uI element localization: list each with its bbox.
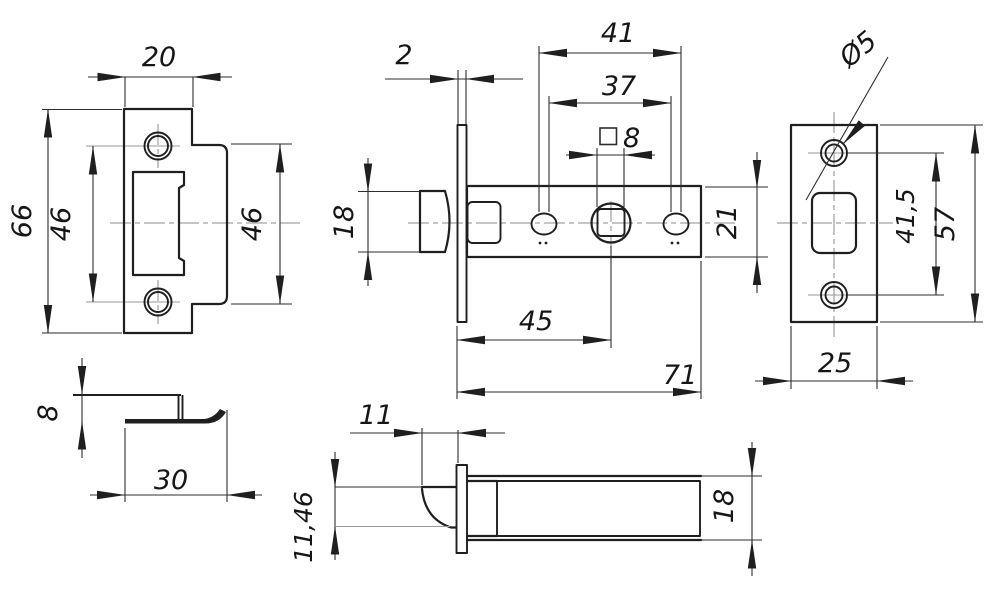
faceplate-section xyxy=(455,464,468,554)
dim-label: 71 xyxy=(663,360,697,391)
hidden-dot xyxy=(544,241,548,245)
case-tube xyxy=(465,474,703,542)
strike-screw-hole-bottom-outer xyxy=(143,287,173,317)
hidden-dot xyxy=(670,241,674,245)
strike-cutout xyxy=(131,170,186,277)
strike-plate-profile-view: 8 30 xyxy=(33,358,262,502)
dim-bolt-height: 18 xyxy=(329,158,419,286)
bolt-cutout xyxy=(810,191,858,255)
dim-bolt-protrusion: 11 xyxy=(350,400,505,485)
dim-strike-lip-height: 8 xyxy=(33,358,87,458)
spindle-hub xyxy=(590,202,632,244)
dim-lines xyxy=(334,452,421,560)
faceplate-outline xyxy=(789,123,879,324)
faceplate-screw-hole-top-outer xyxy=(820,139,848,167)
dim-label: 25 xyxy=(818,348,852,379)
dim-label: Ø5 xyxy=(833,25,883,74)
dim-lines xyxy=(457,261,702,399)
dim-case-height: 21 xyxy=(705,152,768,293)
square-symbol xyxy=(599,127,618,146)
dim-screw-span-outer: 41 xyxy=(538,18,682,212)
hole-axis-lines xyxy=(808,152,848,296)
dim-faceplate-width: 25 xyxy=(755,326,913,389)
screw-lug-hole-right xyxy=(662,212,690,236)
leader-line xyxy=(805,56,889,201)
dim-label: 46 xyxy=(46,207,77,241)
dim-label: 37 xyxy=(602,71,636,102)
strike-screw-hole-top-outer xyxy=(143,131,173,161)
faceplate-screw-hole-top-inner xyxy=(824,143,844,163)
dim-backset: 45 xyxy=(456,246,612,399)
spring-box xyxy=(466,201,502,244)
dim-label: 8 xyxy=(33,404,64,421)
dim-lines xyxy=(358,158,419,286)
dim-strike-height: 66 xyxy=(7,108,122,334)
dim-label: 45 xyxy=(519,306,553,337)
dim-lines xyxy=(88,76,232,107)
strike-plate-outline xyxy=(122,107,229,335)
strike-centerlines xyxy=(110,124,300,324)
dim-strike-hole-spacing: 46 xyxy=(46,146,98,302)
dim-faceplate-height: 57 xyxy=(880,124,983,323)
dim-strike-profile-length: 30 xyxy=(90,410,262,502)
spindle-square-hole xyxy=(596,208,626,237)
strike-screw-hole-top-inner xyxy=(147,135,169,157)
dim-label: 11 xyxy=(359,400,393,431)
latch-body-side-view: 2 41 37 8 18 xyxy=(329,18,768,399)
faceplate-centerlines xyxy=(777,112,893,338)
dim-faceplate-screw-spacing: 41,5 xyxy=(848,152,944,296)
dim-lines xyxy=(42,108,122,334)
faceplate-screw-hole-bottom-outer xyxy=(820,281,848,309)
dim-strike-flange-height: 46 xyxy=(231,143,292,305)
dim-label: 46 xyxy=(237,207,268,241)
arrowhead xyxy=(842,120,865,145)
faceplate-extension-lines xyxy=(457,70,467,124)
dim-label: 11,46 xyxy=(289,491,318,563)
dim-label: 41,5 xyxy=(891,188,920,244)
strike-hole-axis-lines xyxy=(86,145,180,303)
latch-case xyxy=(465,184,703,259)
latch-bolt-side xyxy=(418,189,451,254)
dim-hole-diameter-callout: Ø5 xyxy=(805,25,889,201)
dim-label: 41 xyxy=(601,18,635,49)
dim-label: 57 xyxy=(930,207,961,241)
dim-label: 18 xyxy=(329,205,360,239)
case-tube-inner xyxy=(496,480,701,537)
dim-lines xyxy=(548,96,672,212)
dim-lines xyxy=(880,124,983,323)
dim-spindle-square: 8 xyxy=(566,123,655,207)
strike-profile-tab xyxy=(177,395,184,419)
dim-label: 2 xyxy=(395,40,412,71)
hidden-dot xyxy=(538,241,542,245)
dim-label: 21 xyxy=(712,205,743,239)
strike-profile-lip xyxy=(125,409,226,424)
bolt-top-view xyxy=(420,485,458,529)
dim-label: 18 xyxy=(709,489,740,523)
dim-bolt-width: 11,46 xyxy=(289,452,450,563)
screw-lug-hole-left xyxy=(530,212,558,236)
faceplate-screw-hole-bottom-inner xyxy=(824,285,844,305)
dim-label: 20 xyxy=(142,42,176,73)
dim-label: 8 xyxy=(623,123,640,154)
dim-case-length: 71 xyxy=(456,261,702,399)
dim-label: 30 xyxy=(154,465,188,496)
faceplate-front-view: Ø5 41,5 57 25 xyxy=(755,25,983,389)
strike-screw-hole-bottom-inner xyxy=(147,291,169,313)
hidden-dot xyxy=(676,241,680,245)
strike-plate-front-view: 20 66 46 46 xyxy=(7,42,300,335)
dim-screw-span-inner: 37 xyxy=(548,71,672,212)
dim-lines xyxy=(566,148,655,207)
latch-body-top-view: 11 11,46 18 xyxy=(289,400,762,576)
dim-label: 66 xyxy=(7,204,38,238)
dim-faceplate-thickness: 2 xyxy=(385,40,523,84)
dim-case-width: 18 xyxy=(709,442,757,576)
dim-strike-width: 20 xyxy=(88,42,232,107)
